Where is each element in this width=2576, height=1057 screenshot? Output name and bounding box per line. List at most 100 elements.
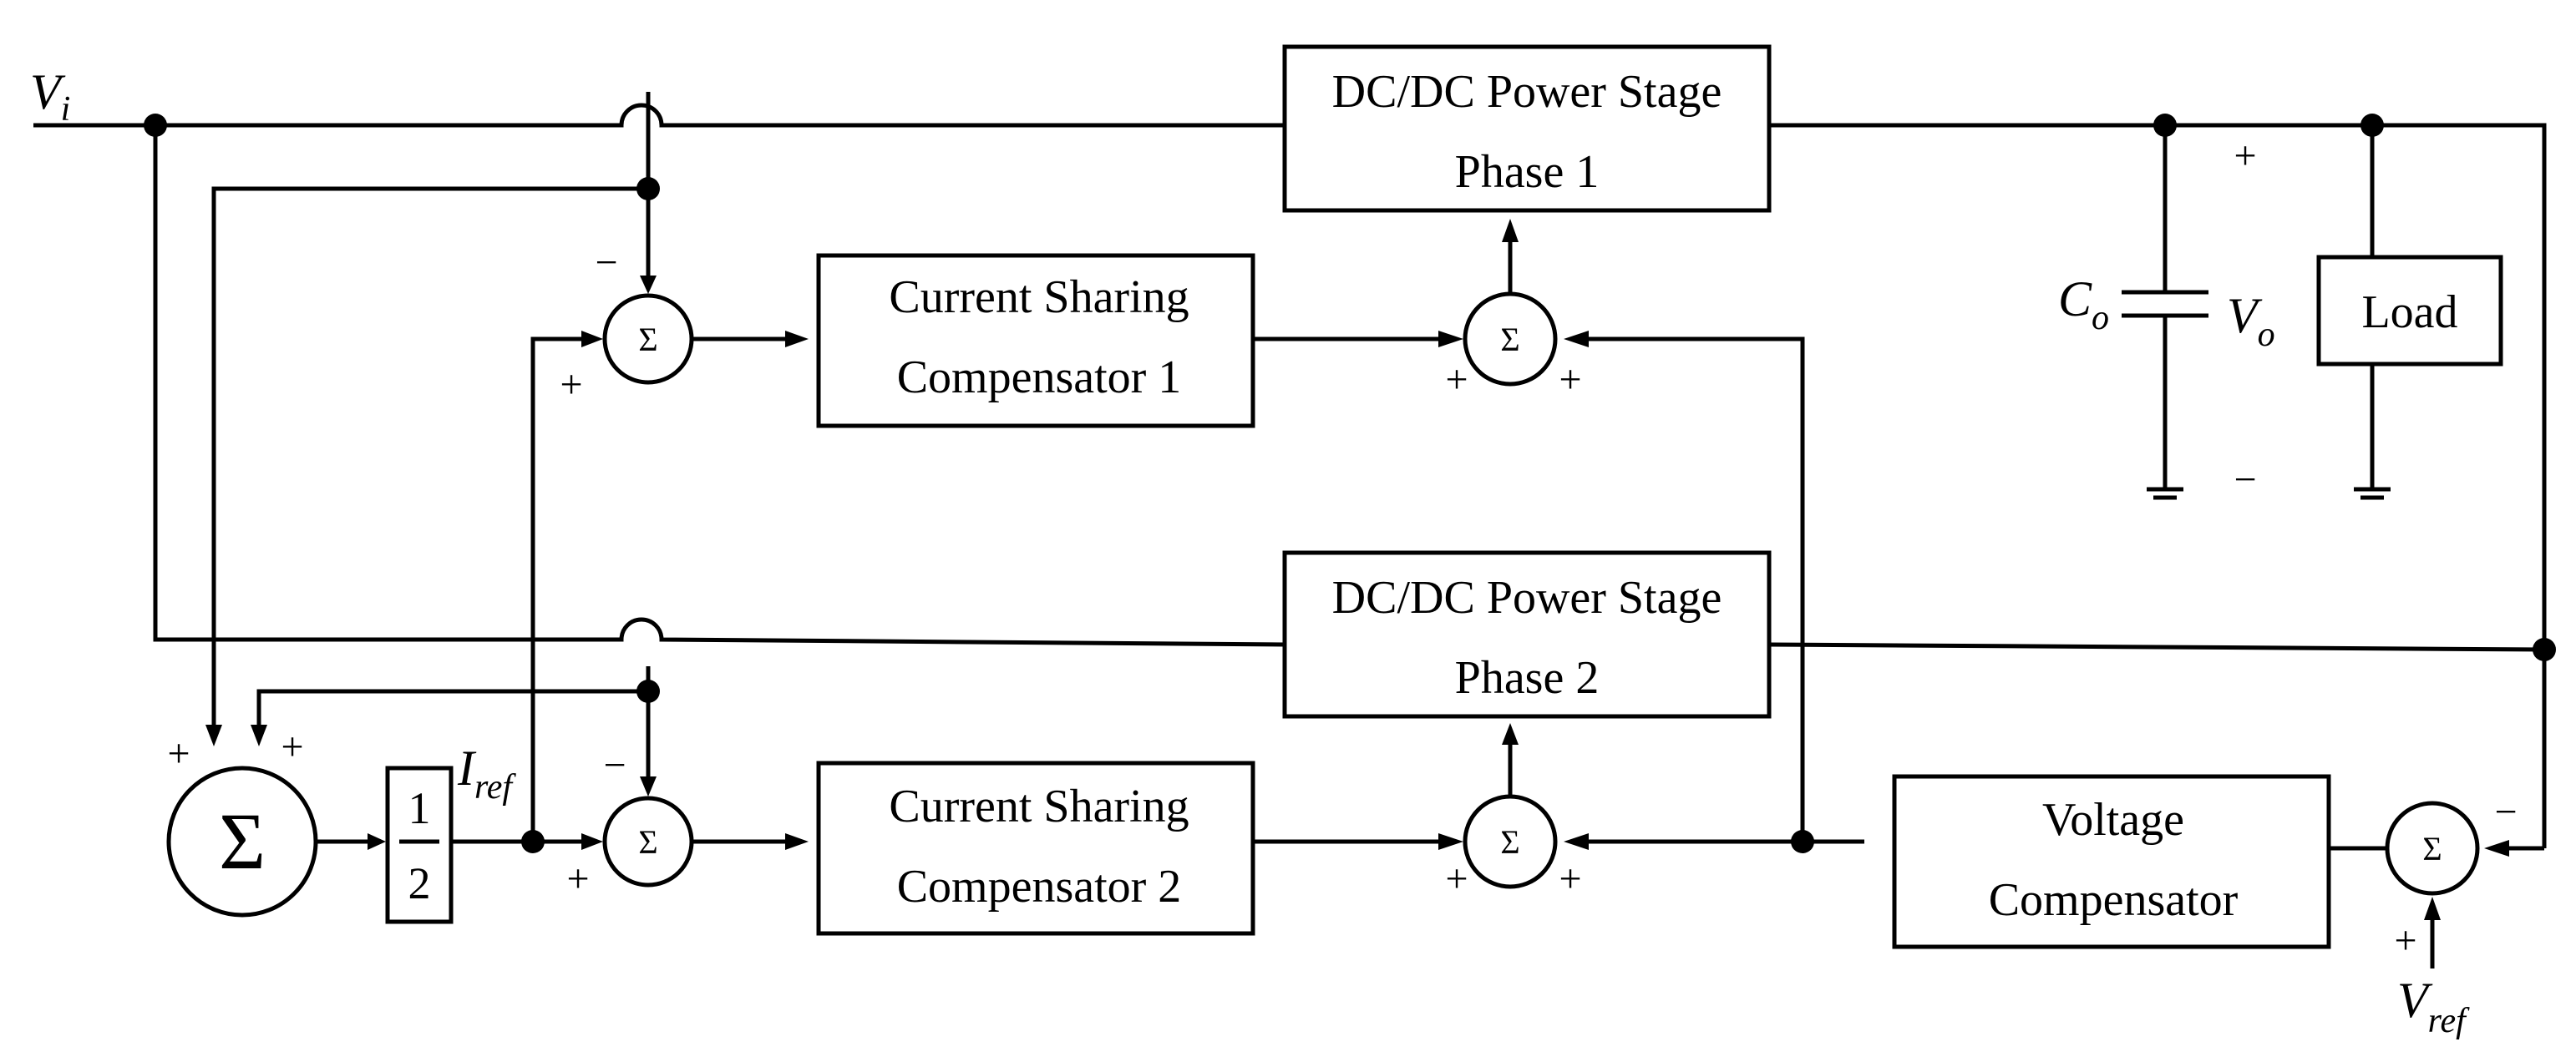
var-main: V bbox=[2397, 973, 2433, 1028]
var-sub: ref bbox=[2428, 1002, 2470, 1040]
half-denominator: 2 bbox=[408, 858, 431, 908]
junction-dot bbox=[2533, 638, 2556, 661]
block-label: Phase 1 bbox=[1455, 146, 1600, 198]
i2-to-sum-line bbox=[256, 689, 648, 725]
summing-junction-main: Σ bbox=[166, 766, 318, 918]
power-stage-phase-2: DC/DC Power Stage Phase 2 bbox=[1282, 550, 1772, 719]
label-vi: Vi bbox=[30, 64, 70, 129]
sign-minus: − bbox=[2494, 790, 2517, 834]
sign-minus: − bbox=[603, 743, 626, 787]
svg-text:Co: Co bbox=[2058, 271, 2109, 337]
arrow-icon bbox=[785, 833, 809, 850]
var-sub: i bbox=[61, 90, 71, 129]
vi-line-bottom bbox=[153, 125, 1285, 647]
half-gain-block: 1 2 bbox=[385, 766, 454, 924]
sign-minus: − bbox=[595, 240, 617, 285]
arrow-icon bbox=[368, 833, 386, 850]
arrow-icon bbox=[1502, 219, 1519, 242]
summing-junction-2: Σ bbox=[602, 796, 694, 888]
var-main: I bbox=[457, 741, 477, 796]
var-main: V bbox=[2227, 288, 2263, 343]
var-sub: o bbox=[2258, 316, 2275, 354]
sign-plus: + bbox=[167, 731, 190, 776]
arrow-icon bbox=[640, 276, 657, 294]
label-vref: Vref bbox=[2397, 973, 2470, 1040]
block-label: Current Sharing bbox=[889, 781, 1189, 832]
arrow-icon bbox=[2424, 897, 2441, 920]
vi-line-top bbox=[33, 103, 1285, 128]
sign-plus: + bbox=[1559, 357, 1581, 402]
sigma-icon: Σ bbox=[219, 797, 266, 886]
sign-plus: + bbox=[566, 857, 589, 901]
block-label: Compensator bbox=[1989, 874, 2239, 926]
label-iref: Iref bbox=[457, 741, 516, 807]
var-sub: ref bbox=[474, 768, 516, 807]
sign-minus: − bbox=[2234, 458, 2256, 502]
signs: − + − + + + + + + + − + + − bbox=[167, 134, 2517, 963]
half-numerator: 1 bbox=[408, 783, 431, 833]
junctions bbox=[144, 114, 2556, 853]
arrow-icon bbox=[251, 725, 267, 746]
arrow-icon bbox=[1502, 723, 1519, 745]
var-sub: o bbox=[2092, 299, 2109, 337]
junction-dot bbox=[2153, 114, 2177, 137]
summing-junction-voltage: Σ bbox=[2385, 801, 2480, 896]
junction-dot bbox=[1791, 830, 1814, 853]
sigma-icon: Σ bbox=[2422, 830, 2442, 867]
arrowheads bbox=[205, 219, 2509, 920]
junction-dot bbox=[636, 177, 660, 200]
load-block: Load bbox=[2316, 255, 2503, 367]
sigma-icon: Σ bbox=[1500, 823, 1519, 861]
svg-text:Vo: Vo bbox=[2227, 288, 2275, 354]
current-sharing-compensator-2: Current Sharing Compensator 2 bbox=[816, 761, 1255, 936]
sign-plus: + bbox=[560, 362, 582, 407]
arrow-icon bbox=[1438, 331, 1463, 347]
label-vo: Vo bbox=[2227, 288, 2275, 354]
summing-junction-1: Σ bbox=[602, 293, 694, 385]
sigma-icon: Σ bbox=[638, 823, 657, 861]
ground-symbol bbox=[2147, 487, 2183, 500]
block-label: Compensator 2 bbox=[897, 861, 1182, 913]
svg-text:Vref: Vref bbox=[2397, 973, 2470, 1040]
current-sharing-compensator-1: Current Sharing Compensator 1 bbox=[816, 253, 1255, 428]
label-co: Co bbox=[2058, 271, 2109, 337]
iref-up-line bbox=[530, 336, 581, 842]
junction-dot bbox=[2360, 114, 2384, 137]
arrow-icon bbox=[581, 331, 603, 347]
summing-junction-3: Σ bbox=[1463, 291, 1558, 387]
arrow-icon bbox=[785, 331, 809, 347]
svg-text:Vi: Vi bbox=[30, 64, 70, 129]
summing-junction-4: Σ bbox=[1463, 794, 1558, 889]
block-label: Voltage bbox=[2042, 794, 2184, 846]
load-label: Load bbox=[2361, 286, 2457, 338]
sigma-icon: Σ bbox=[1500, 321, 1519, 358]
arrow-icon bbox=[640, 776, 657, 797]
block-label: DC/DC Power Stage bbox=[1332, 66, 1722, 118]
block-label: Phase 2 bbox=[1455, 652, 1600, 704]
ground-symbol bbox=[2354, 487, 2391, 500]
var-main: V bbox=[30, 64, 66, 119]
sign-plus: + bbox=[1445, 357, 1468, 402]
junction-dot bbox=[636, 680, 660, 703]
arrow-icon bbox=[581, 833, 603, 850]
sigma-icon: Σ bbox=[638, 321, 657, 358]
sign-plus: + bbox=[2234, 134, 2256, 178]
sign-plus: + bbox=[1559, 857, 1581, 901]
sign-plus: + bbox=[1445, 857, 1468, 901]
sign-plus: + bbox=[2394, 918, 2416, 963]
wires bbox=[33, 92, 2547, 968]
phase2-output-line bbox=[1768, 642, 2545, 652]
arrow-icon bbox=[205, 725, 222, 746]
arrow-icon bbox=[1438, 833, 1463, 850]
svg-text:Iref: Iref bbox=[457, 741, 516, 807]
arrow-icon bbox=[1564, 331, 1589, 347]
junction-dot bbox=[521, 830, 545, 853]
block-label: Current Sharing bbox=[889, 271, 1189, 323]
block-label: DC/DC Power Stage bbox=[1332, 572, 1722, 624]
arrow-icon bbox=[1564, 833, 1589, 850]
junction-dot bbox=[144, 114, 167, 137]
block-label: Compensator 1 bbox=[897, 351, 1182, 403]
var-main: C bbox=[2058, 271, 2092, 326]
vc-to-sum3-line bbox=[1589, 336, 1805, 842]
